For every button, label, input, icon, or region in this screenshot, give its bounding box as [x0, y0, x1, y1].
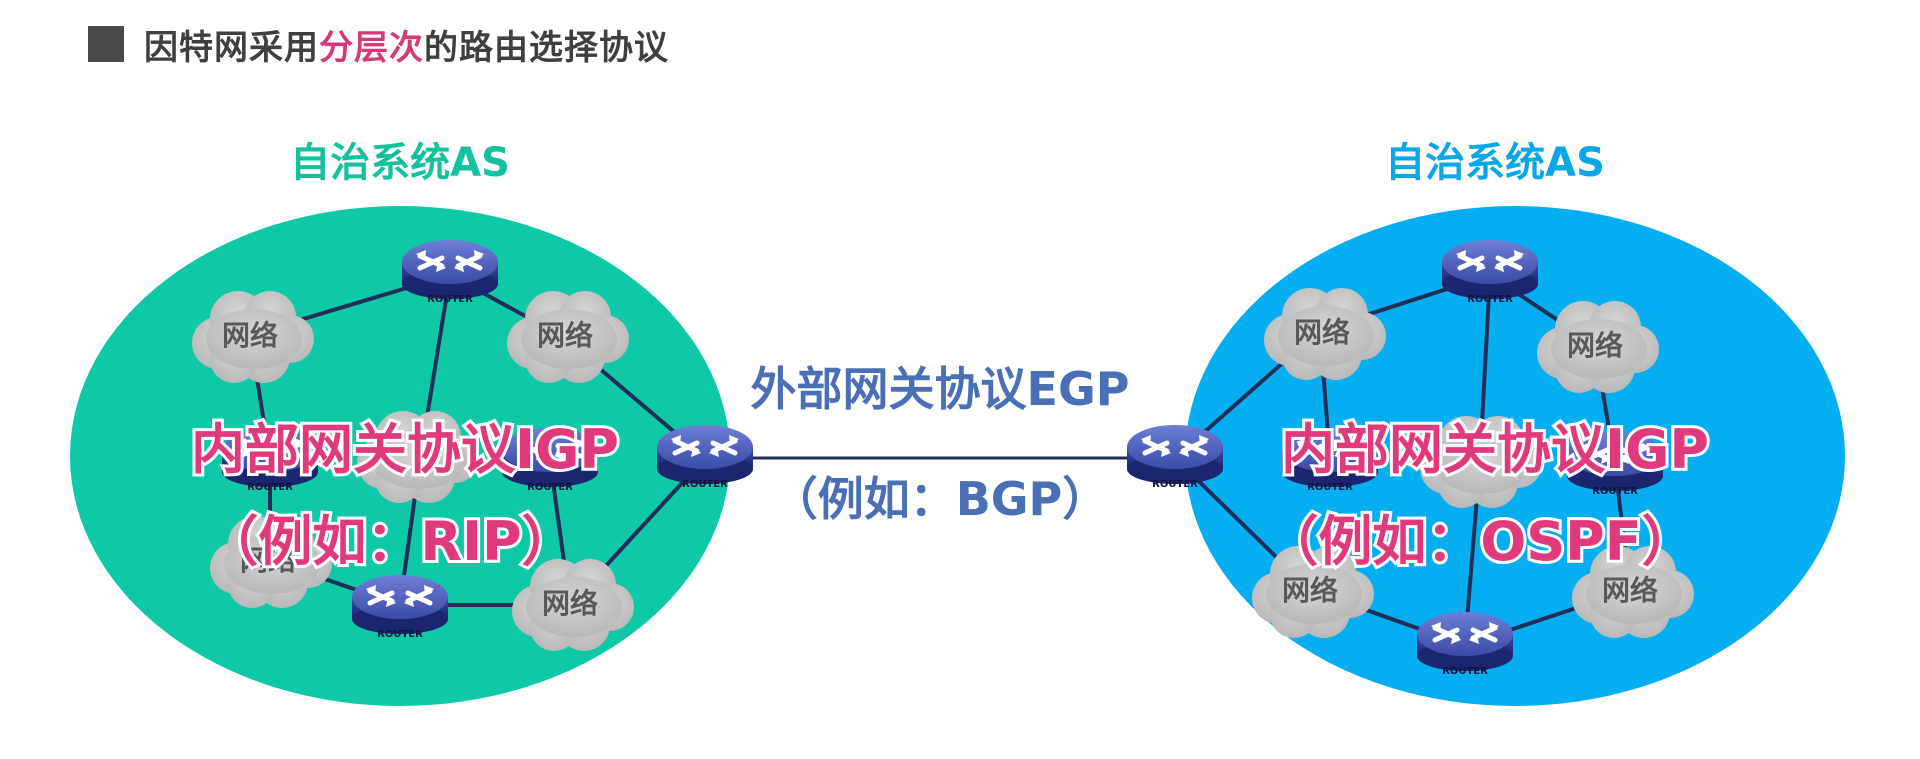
- right-cloud-4: 网络: [1252, 546, 1374, 638]
- router-label: ROUTER: [1592, 486, 1638, 497]
- title-text: 因特网采用分层次的路由选择协议: [144, 20, 669, 69]
- cloud-label: 网络: [537, 319, 593, 352]
- right-igp-label-line2: （例如：OSPF）: [1264, 510, 1695, 573]
- router-label: ROUTER: [247, 482, 293, 493]
- right-igp-label-line1: 内部网关协议IGP: [1281, 418, 1709, 481]
- left-cloud-5: 网络: [512, 559, 634, 651]
- cloud-label: 网络: [1602, 574, 1658, 607]
- cloud-label: 网络: [1294, 316, 1350, 349]
- cloud-label: 网络: [240, 544, 296, 577]
- router-label: ROUTER: [682, 479, 728, 490]
- right-router-middle-a: ROUTER: [1282, 428, 1378, 493]
- right-router-middle-b: ROUTER: [1567, 432, 1663, 497]
- router-label: ROUTER: [377, 629, 423, 640]
- right-cloud-2: 网络: [1537, 301, 1659, 393]
- router-label: ROUTER: [1442, 666, 1488, 677]
- left-router-bottom: ROUTER: [352, 575, 448, 640]
- router-label: ROUTER: [527, 482, 573, 493]
- left-igp-label-line2: （例如：RIP）: [204, 510, 575, 573]
- cloud-label: 网络: [1567, 329, 1623, 362]
- left-router-middle-a: ROUTER: [222, 428, 318, 493]
- right-router-border: ROUTER: [1127, 425, 1223, 490]
- left-igp-label-line1: 内部网关协议IGP: [191, 418, 619, 481]
- router-label: ROUTER: [1307, 482, 1353, 493]
- title-prefix: 因特网采用: [144, 27, 319, 68]
- title-bullet-square: [88, 26, 124, 62]
- title-highlight: 分层次: [319, 27, 424, 68]
- left-as-label: 自治系统AS: [290, 140, 510, 186]
- left-cloud-1: 网络: [192, 291, 314, 383]
- slide-title: 因特网采用分层次的路由选择协议: [88, 24, 669, 68]
- router-label: ROUTER: [1152, 479, 1198, 490]
- cloud-label: 网络: [1282, 574, 1338, 607]
- right-as-label: 自治系统AS: [1385, 140, 1605, 186]
- left-router-border: ROUTER: [657, 425, 753, 490]
- left-cloud-2: 网络: [507, 291, 629, 383]
- egp-label-line1: 外部网关协议EGP: [751, 362, 1130, 416]
- left-router-middle-b: ROUTER: [502, 428, 598, 493]
- cloud-label: 网络: [222, 319, 278, 352]
- router-label: ROUTER: [427, 294, 473, 305]
- right-router-bottom: ROUTER: [1417, 612, 1513, 677]
- right-cloud-5: 网络: [1572, 546, 1694, 638]
- left-cloud-4: 网络: [210, 516, 332, 608]
- title-suffix: 的路由选择协议: [424, 27, 669, 68]
- right-cloud-1: 网络: [1264, 288, 1386, 380]
- right-router-top: ROUTER: [1442, 240, 1538, 305]
- egp-label-line2: （例如：BGP）: [772, 472, 1109, 526]
- left-router-top: ROUTER: [402, 240, 498, 305]
- cloud-label: 网络: [542, 587, 598, 620]
- router-label: ROUTER: [1467, 294, 1513, 305]
